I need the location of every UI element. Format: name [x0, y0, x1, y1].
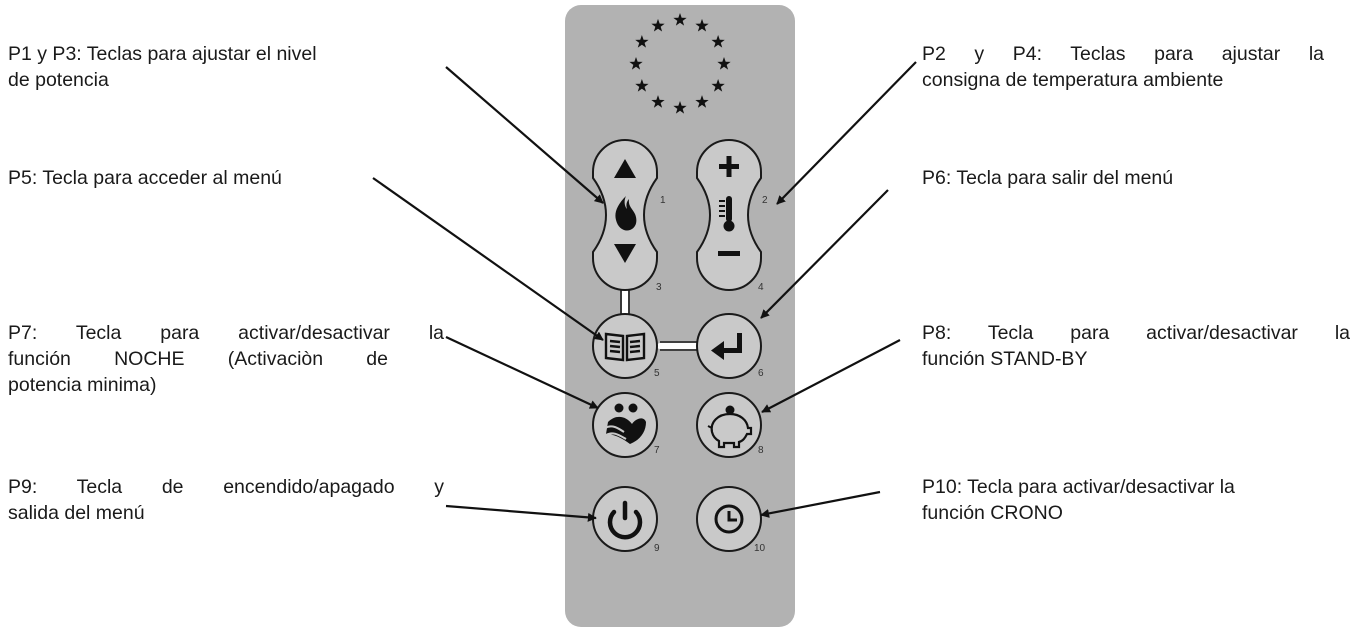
- star-icon: [635, 35, 649, 48]
- temperature-keys: [696, 138, 762, 291]
- button-number-10: 10: [754, 543, 766, 554]
- button-number-5: 5: [654, 368, 660, 379]
- label-line: consigna de temperatura ambiente: [922, 69, 1224, 91]
- arrow-p1-p3: [445, 66, 604, 204]
- standby-button[interactable]: [696, 392, 762, 458]
- button-number-9: 9: [654, 543, 660, 554]
- star-icon: [717, 57, 731, 70]
- piggy-bank-icon: [707, 405, 753, 449]
- power-level-keys: [592, 138, 658, 291]
- label-p7: P7: Tecla para activar/desactivar la fun…: [8, 320, 444, 398]
- label-p5: P5: Tecla para acceder al menú: [8, 165, 282, 191]
- label-line: de potencia: [8, 69, 109, 91]
- label-p1-p3: P1 y P3: Teclas para ajustar el nivel de…: [8, 41, 438, 93]
- button-number-3: 3: [656, 282, 662, 293]
- button-number-4: 4: [758, 282, 764, 293]
- label-line: P10: Tecla para activar/desactivar la: [922, 476, 1235, 498]
- label-p2-p4: P2 y P4: Teclas para ajustar la consigna…: [922, 41, 1324, 93]
- star-icon: [673, 101, 687, 114]
- minus-icon[interactable]: [718, 251, 740, 256]
- button-number-7: 7: [654, 445, 660, 456]
- arrow-p6: [760, 189, 889, 319]
- star-icon: [711, 79, 725, 92]
- label-line: P5: Tecla para acceder al menú: [8, 167, 282, 189]
- arrow-p7: [445, 336, 599, 409]
- enter-return-icon: [711, 333, 742, 360]
- label-line: P9: Tecla de encendido/apagado y: [8, 476, 444, 498]
- star-icon: [629, 57, 643, 70]
- night-mode-button[interactable]: [592, 392, 658, 458]
- button-number-6: 6: [758, 368, 764, 379]
- eu-stars-logo: [629, 13, 731, 114]
- label-line: P7: Tecla para activar/desactivar la: [8, 322, 444, 344]
- power-button[interactable]: [592, 486, 658, 552]
- arrow-up-icon[interactable]: [614, 159, 636, 178]
- arrow-p2-p4: [776, 61, 917, 205]
- star-icon: [711, 35, 725, 48]
- flame-icon: [615, 196, 637, 231]
- label-line: P2 y P4: Teclas para ajustar la: [922, 43, 1324, 65]
- star-icon: [673, 13, 687, 26]
- button-number-8: 8: [758, 445, 764, 456]
- night-mode-icon: [604, 403, 646, 444]
- plus-icon[interactable]: [719, 156, 739, 177]
- arrow-p5: [372, 177, 604, 341]
- arrow-down-icon[interactable]: [614, 244, 636, 263]
- pointer-arrows: [372, 61, 917, 522]
- label-line: función STAND-BY: [922, 348, 1088, 370]
- label-p8: P8: Tecla para activar/desactivar la fun…: [922, 320, 1350, 372]
- star-icon: [695, 95, 709, 108]
- label-line: potencia minima): [8, 374, 157, 396]
- label-p6: P6: Tecla para salir del menú: [922, 165, 1173, 191]
- label-line: P8: Tecla para activar/desactivar la: [922, 322, 1350, 344]
- star-icon: [651, 18, 665, 32]
- crono-button[interactable]: [696, 486, 762, 552]
- clock-icon: [714, 504, 744, 534]
- label-line: P6: Tecla para salir del menú: [922, 167, 1174, 189]
- button-number-1: 1: [660, 195, 666, 206]
- arrow-p10: [760, 490, 881, 518]
- arrow-p9: [445, 504, 597, 522]
- star-icon: [635, 79, 649, 92]
- book-menu-icon: [604, 332, 646, 362]
- power-icon: [607, 500, 643, 540]
- label-line: salida del menú: [8, 502, 145, 524]
- thermometer-icon: [719, 196, 735, 232]
- label-p9: P9: Tecla de encendido/apagado y salida …: [8, 474, 444, 526]
- star-icon: [695, 18, 709, 32]
- menu-button[interactable]: [592, 313, 658, 379]
- exit-menu-button[interactable]: [696, 313, 762, 379]
- arrow-p8: [761, 339, 901, 413]
- label-line: P1 y P3: Teclas para ajustar el nivel: [8, 43, 317, 65]
- label-p10: P10: Tecla para activar/desactivar la fu…: [922, 474, 1235, 526]
- label-line: función NOCHE (Activaciòn de: [8, 348, 388, 370]
- button-number-2: 2: [762, 195, 768, 206]
- star-icon: [651, 95, 665, 108]
- label-line: función CRONO: [922, 502, 1063, 524]
